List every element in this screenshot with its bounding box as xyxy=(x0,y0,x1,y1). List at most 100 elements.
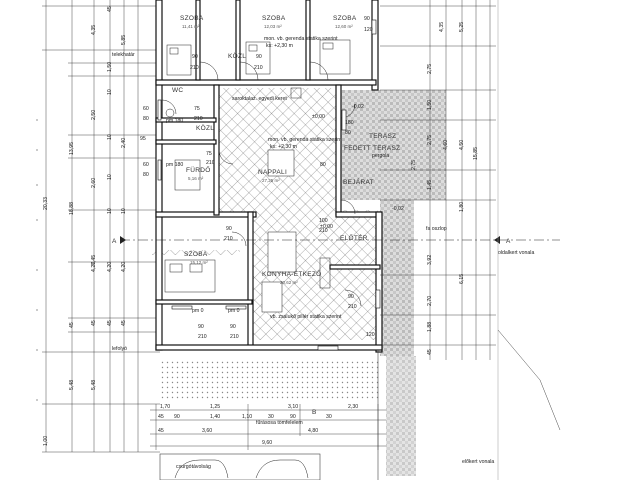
room-terasz: TERASZ xyxy=(369,133,396,140)
door-tag: 210 xyxy=(230,334,239,340)
dim-b: 90 xyxy=(290,414,296,420)
dim-r: 1,45 xyxy=(427,180,433,190)
room-furdo: FÜRDŐ xyxy=(186,165,211,174)
note-gerenda-1: mon. vb. gerenda statika szerint xyxy=(264,36,338,42)
door-tag: 75 xyxy=(194,106,200,112)
door-tag: 80 xyxy=(143,116,149,122)
section-b: B xyxy=(312,409,317,416)
door-tag: 75 xyxy=(206,151,212,157)
note-csurgo: csurgótávolság xyxy=(176,464,211,470)
dim-r: 4,35 xyxy=(439,22,445,32)
dim-b: 1,25 xyxy=(210,404,220,410)
note-lefolyo: lefolyó xyxy=(112,346,127,352)
dim-18-88: 18,88 xyxy=(69,202,75,215)
door-tag: 120 xyxy=(366,332,375,338)
section-a-left: A xyxy=(112,238,117,245)
dim-r: 45 xyxy=(427,349,433,355)
dim-r: 4,50 xyxy=(459,140,465,150)
kitchen-floor xyxy=(252,210,378,340)
door-tag: 90 xyxy=(256,54,262,60)
pm-labels: pm 0 pm 0 pm 180 pm 180 xyxy=(166,118,240,314)
left-dimension-lines xyxy=(36,0,160,453)
windows xyxy=(157,19,381,351)
dim-small: 45 xyxy=(121,320,127,326)
dim-5-48-a: 5,48 xyxy=(69,380,75,390)
door-tag: 210 xyxy=(190,65,199,71)
note-viragos: fűrásosa tömfelelem xyxy=(256,420,303,426)
door-tag: 80 xyxy=(320,162,326,168)
note-gerenda-2b: ks: +2,30 m xyxy=(270,144,297,150)
door-tag: 95 xyxy=(140,136,146,142)
dim-r: 6,15 xyxy=(459,274,465,284)
dim-r: 1,80 xyxy=(459,202,465,212)
dim-r: 2,75 xyxy=(427,64,433,74)
dim-r: 3,92 xyxy=(427,255,433,265)
section-line-a xyxy=(120,236,560,244)
door-tag: 90 xyxy=(230,324,236,330)
bottom-dimension-lines xyxy=(150,350,386,480)
room-konyha: KONYHA-ÉTKEZŐ xyxy=(262,269,322,278)
dim-b: 2,30 xyxy=(348,404,358,410)
door-tag: 90 xyxy=(348,294,354,300)
dim-small: 10 xyxy=(107,174,113,180)
door-tag: 210 xyxy=(319,228,328,234)
dim-b: 4,80 xyxy=(308,428,318,434)
room-fedett-terasz: FEDETT TERASZ xyxy=(344,145,400,152)
door-tag: 90 xyxy=(198,324,204,330)
room-szoba-3-area: 12,60 m² xyxy=(335,24,353,29)
dim-small: 10 xyxy=(121,208,127,214)
door-tag: 80 xyxy=(143,172,149,178)
pm-label: pm 0 xyxy=(228,308,240,314)
room-szoba-4: SZOBA xyxy=(184,251,208,258)
left-dimension-labels: 20,33 13,95 18,88 7,45 5,48 5,48 1,00 4,… xyxy=(43,6,127,446)
room-szoba-2: SZOBA xyxy=(262,15,286,22)
dim-7-45: 7,45 xyxy=(91,255,97,265)
dim-r: 15,85 xyxy=(473,147,479,160)
door-tag: 60 xyxy=(143,162,149,168)
note-pergola: pergola xyxy=(372,153,389,159)
right-dimension-labels: 4,35 2,75 1,50 4,60 2,75 1,45 3,92 2,70 … xyxy=(411,22,479,355)
level-minus-1: -0,02 xyxy=(352,104,364,110)
dim-4-35: 4,35 xyxy=(91,25,97,35)
door-tags: 90 210 90 210 60 80 75 210 75 210 60 80 … xyxy=(140,16,375,340)
room-nappali-area: 27,25 m² xyxy=(262,178,280,183)
dim-5-48-b: 5,48 xyxy=(91,380,97,390)
door-tag: 210 xyxy=(348,304,357,310)
dim-r: 2,75 xyxy=(411,160,417,170)
right-dimension-lines xyxy=(380,0,561,480)
door-tag: 210 xyxy=(254,65,263,71)
dim-2-60: 2,60 xyxy=(91,178,97,188)
paving xyxy=(160,360,380,400)
room-kozl: KÖZL xyxy=(228,52,246,60)
door-tag: 210 xyxy=(198,334,207,340)
note-gerenda-1b: ks: +2,30 m xyxy=(266,43,293,49)
room-bejarat: BEJÁRAT xyxy=(343,177,374,186)
door-tag: 90 xyxy=(192,54,198,60)
note-oldalkert: oldalkert vonala xyxy=(498,250,534,256)
pm-label: pm 0 xyxy=(192,308,204,314)
door-tag: 210 xyxy=(224,236,233,242)
dim-b: 30 xyxy=(326,414,332,420)
dim-b: 1,70 xyxy=(160,404,170,410)
door-tag: 80 xyxy=(345,130,351,136)
dim-b: 1,40 xyxy=(210,414,220,420)
room-szoba-1-area: 11,41 m² xyxy=(182,24,200,29)
room-kozl-2: KÖZL xyxy=(196,124,214,132)
note-telekhatar: telekhatár xyxy=(112,52,135,58)
dim-5-85: 5,85 xyxy=(121,35,127,45)
room-eloter: ELŐTÉR xyxy=(340,233,368,242)
dim-1-00: 1,00 xyxy=(43,436,49,446)
dim-4-20-b: 4,20 xyxy=(107,262,113,272)
dim-small: 45 xyxy=(107,320,113,326)
dim-r: 4,60 xyxy=(443,140,449,150)
door-tag: 210 xyxy=(206,160,215,166)
dim-b: 30 xyxy=(268,414,274,420)
dim-4-20-c: 4,20 xyxy=(121,262,127,272)
section-a-right: A xyxy=(506,238,511,245)
pm-label: pm 180 xyxy=(166,162,183,168)
door-tag: 120 xyxy=(364,27,373,33)
room-szoba-3: SZOBA xyxy=(333,15,357,22)
room-szoba-4-area: 15,12 m² xyxy=(190,260,208,265)
dim-b: 3,60 xyxy=(202,428,212,434)
door-swings xyxy=(161,61,362,307)
